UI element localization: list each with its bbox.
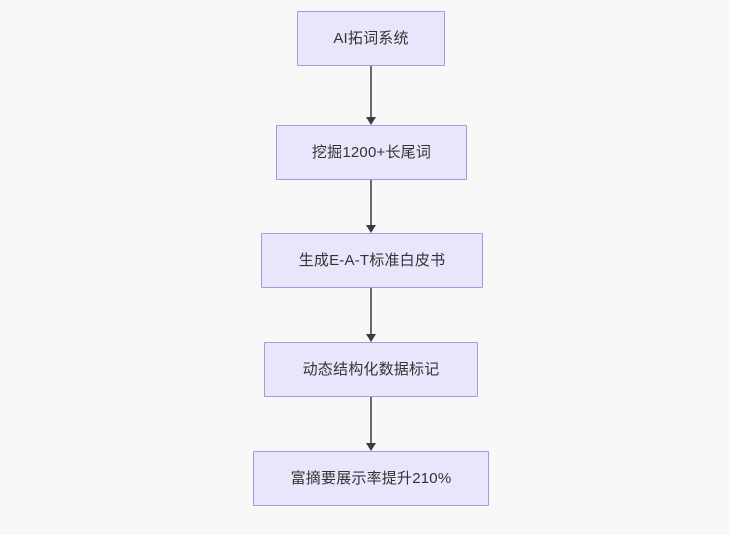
flow-node-ai-keyword-system[interactable]: AI拓词系统 bbox=[297, 11, 445, 66]
flow-arrow-4 bbox=[364, 397, 378, 451]
arrow-shaft bbox=[370, 180, 372, 226]
flow-node-rich-snippet-impression-uplift[interactable]: 富摘要展示率提升210% bbox=[253, 451, 489, 506]
flow-node-label: 挖掘1200+长尾词 bbox=[311, 144, 432, 161]
arrow-shaft bbox=[370, 397, 372, 444]
arrow-shaft bbox=[370, 66, 372, 118]
arrow-head-icon bbox=[366, 334, 376, 342]
arrow-shaft bbox=[370, 288, 372, 335]
arrow-head-icon bbox=[366, 225, 376, 233]
flow-node-label: 生成E-A-T标准白皮书 bbox=[298, 252, 446, 269]
flow-arrow-1 bbox=[364, 66, 378, 125]
flow-node-mine-longtail-keywords[interactable]: 挖掘1200+长尾词 bbox=[276, 125, 467, 180]
flow-node-label: 富摘要展示率提升210% bbox=[290, 470, 452, 487]
flow-node-dynamic-structured-data-markup[interactable]: 动态结构化数据标记 bbox=[264, 342, 478, 397]
flow-arrow-2 bbox=[364, 180, 378, 233]
flow-node-label: AI拓词系统 bbox=[333, 30, 409, 47]
arrow-head-icon bbox=[366, 443, 376, 451]
flow-node-label: 动态结构化数据标记 bbox=[302, 361, 440, 378]
flow-arrow-3 bbox=[364, 288, 378, 342]
arrow-head-icon bbox=[366, 117, 376, 125]
flow-node-generate-eat-whitepaper[interactable]: 生成E-A-T标准白皮书 bbox=[261, 233, 483, 288]
